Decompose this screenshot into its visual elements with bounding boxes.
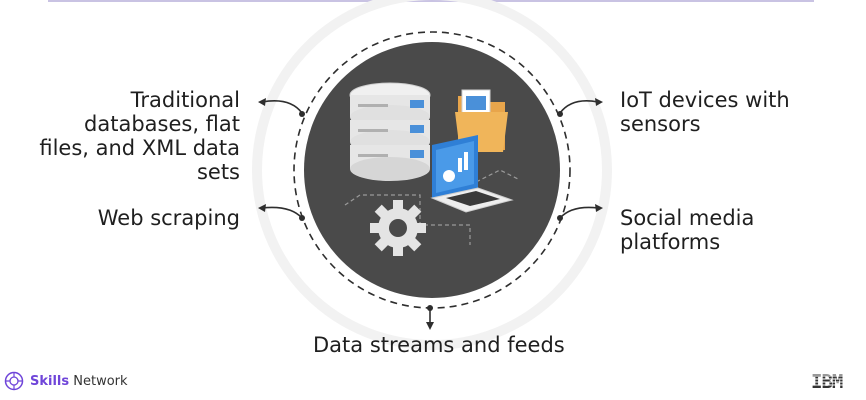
skills-network-logo: Skills Network bbox=[4, 370, 128, 392]
label-line: Traditional bbox=[130, 88, 240, 112]
label-line: databases, flat bbox=[84, 112, 240, 136]
top-divider bbox=[48, 0, 814, 2]
label-line: platforms bbox=[620, 230, 721, 254]
arrow-iot bbox=[559, 100, 599, 114]
label-line: sensors bbox=[620, 112, 701, 136]
brand-strong: Skills bbox=[30, 373, 70, 389]
outer-faint-ring bbox=[252, 0, 612, 350]
laptop-icon bbox=[430, 135, 514, 213]
arrow-traditional bbox=[261, 100, 303, 114]
label-line: IoT devices with bbox=[620, 88, 790, 112]
brand-rest: Network bbox=[69, 373, 128, 389]
arrow-heads bbox=[258, 98, 603, 330]
gear-icon bbox=[370, 200, 426, 256]
skills-network-text: Skills Network bbox=[30, 374, 128, 389]
connector-lines bbox=[344, 194, 471, 245]
label-line: Social media bbox=[620, 206, 755, 230]
label-line: sets bbox=[196, 160, 240, 184]
label-iot-devices: IoT devices with sensors bbox=[620, 88, 790, 136]
arrow-social bbox=[559, 206, 599, 219]
label-line: files, and XML data bbox=[39, 136, 240, 160]
label-data-streams: Data streams and feeds bbox=[313, 333, 565, 357]
skills-network-icon bbox=[4, 371, 24, 391]
ibm-logo: IBM bbox=[811, 371, 857, 392]
database-icon bbox=[349, 82, 431, 181]
label-traditional-sources: Traditional databases, flat files, and X… bbox=[39, 88, 240, 184]
ring-dots bbox=[299, 111, 563, 311]
label-web-scraping: Web scraping bbox=[97, 206, 240, 230]
label-social-media: Social media platforms bbox=[620, 206, 754, 254]
